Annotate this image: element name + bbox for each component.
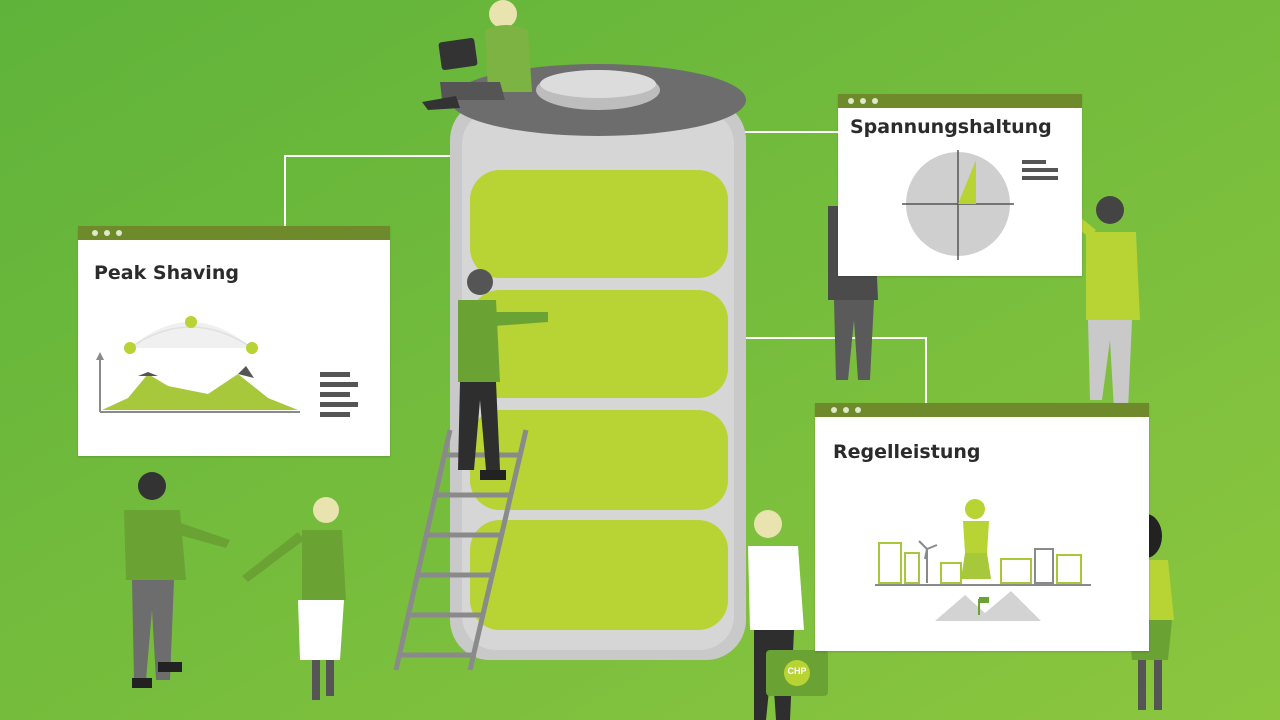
window-dot — [855, 407, 861, 413]
person-woman-left — [242, 497, 346, 700]
window-title-bar — [815, 403, 1149, 417]
peak-shaving-title: Peak Shaving — [94, 262, 239, 284]
regelleistung-panel: Regelleistung — [815, 403, 1149, 651]
battery-cell — [470, 410, 728, 510]
peak-shaving-graphic — [96, 316, 358, 417]
spannungshaltung-title: Spannungshaltung — [850, 116, 1052, 138]
spannungshaltung-graphic — [902, 150, 1058, 260]
window-dot — [860, 98, 866, 104]
window-dot — [92, 230, 98, 236]
person-bearded-man — [124, 472, 230, 688]
briefcase-label: CHP — [787, 666, 807, 676]
person-sitting-laptop — [422, 0, 532, 110]
battery-cell — [470, 170, 728, 278]
window-dot — [872, 98, 878, 104]
spannungshaltung-panel: Spannungshaltung — [838, 94, 1082, 276]
window-dot — [104, 230, 110, 236]
window-title-bar — [78, 226, 390, 240]
window-dot — [831, 407, 837, 413]
person-climbing — [458, 269, 548, 480]
window-dot — [843, 407, 849, 413]
battery-cell — [470, 290, 728, 398]
window-dot — [116, 230, 122, 236]
window-dot — [848, 98, 854, 104]
regelleistung-title: Regelleistung — [833, 441, 981, 463]
window-title-bar — [838, 94, 1082, 108]
regelleistung-graphic — [875, 499, 1091, 621]
ladder — [393, 429, 529, 671]
person-briefcase-man — [748, 510, 828, 720]
peak-shaving-panel: Peak Shaving — [78, 226, 390, 456]
battery-cell — [470, 520, 728, 630]
